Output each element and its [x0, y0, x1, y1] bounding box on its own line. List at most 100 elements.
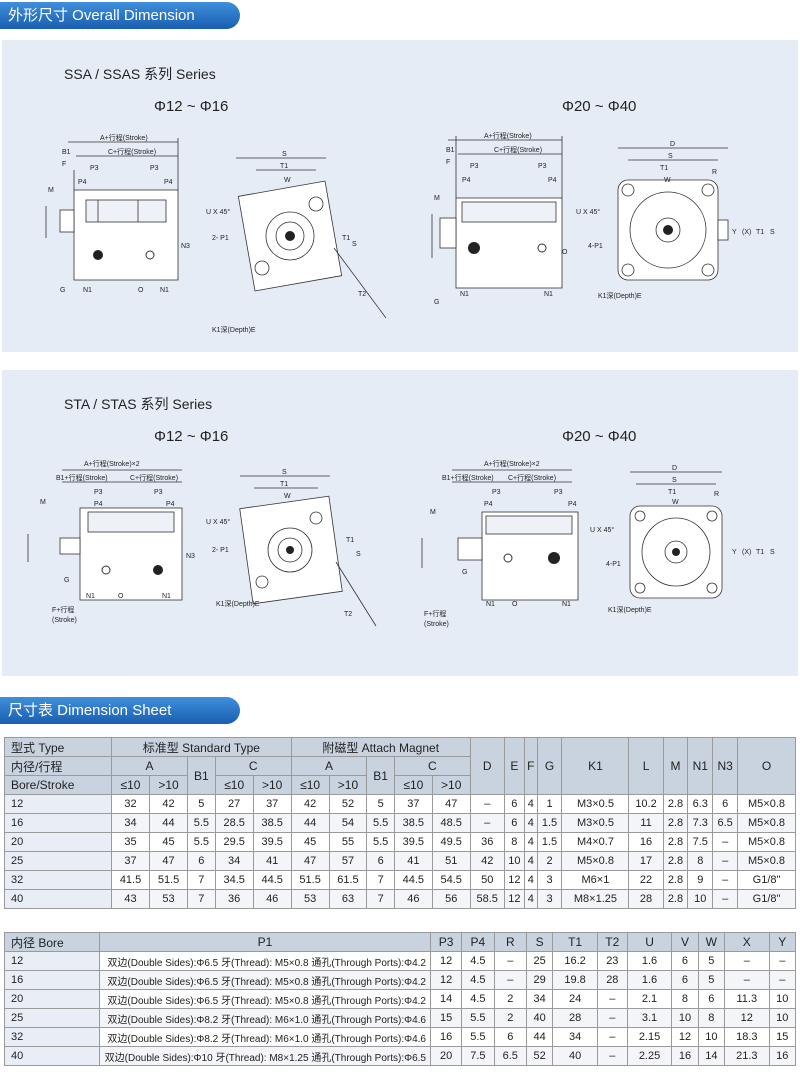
col-C-std: C: [214, 756, 292, 776]
table-cell: 45: [290, 832, 330, 852]
table-cell: 6: [187, 851, 216, 871]
table-cell: 15: [429, 1008, 463, 1028]
table-cell: 2.8: [662, 832, 689, 852]
table-cell: –: [724, 951, 770, 971]
sta-ux45-label: U X 45°: [206, 518, 230, 526]
table-cell: 8: [503, 832, 525, 852]
sta-phi-large: Φ20 ~ Φ40: [562, 428, 637, 445]
col-X: X: [724, 932, 770, 952]
table-cell: 20: [429, 1046, 463, 1066]
table-cell: 2.8: [662, 813, 689, 833]
ssa-phi-large: Φ20 ~ Φ40: [562, 98, 637, 115]
table-cell: 58.5: [469, 889, 505, 909]
table-cell: 4: [523, 889, 538, 909]
table-cell: 28.5: [214, 813, 254, 833]
ssa-l-y-label: Y: [732, 229, 737, 236]
sta-f-stroke-label: F+行程: [52, 605, 74, 614]
table-cell: 53: [290, 889, 330, 909]
table-cell: 20: [3, 832, 113, 852]
table-cell: 5: [697, 970, 726, 990]
table-cell: 1.5: [536, 813, 563, 833]
col-N1: N1: [687, 737, 714, 795]
table-cell: 42: [290, 794, 330, 814]
table-cell: 42: [469, 851, 505, 871]
table-cell: 7.5: [461, 1046, 495, 1066]
table-cell: 12: [671, 1027, 699, 1047]
table-cell: 44: [290, 813, 330, 833]
table-cell: –: [596, 1008, 628, 1028]
ssa-2p1-label: 2- P1: [212, 235, 229, 242]
table-cell: 7.3: [687, 813, 714, 833]
table-cell: 35: [111, 832, 151, 852]
sta-l-d-label: D: [672, 465, 677, 472]
col-le10: ≤10: [111, 775, 151, 795]
table-cell: 51.5: [290, 870, 330, 890]
ssa-t1b-label: T1: [342, 235, 350, 242]
col-G: G: [536, 737, 563, 795]
table-cell: 3: [536, 889, 563, 909]
sta-l-t1b-label: T1: [756, 549, 764, 556]
sta-panel: STA / STAS 系列 Series Φ12 ~ Φ16 Φ20 ~ Φ40…: [2, 370, 798, 676]
table-cell: 7: [366, 889, 395, 909]
table-cell: M8×1.25: [561, 889, 630, 909]
col-bore-stroke-en: Bore/Stroke: [3, 775, 113, 795]
ssa-s2-label: S: [352, 241, 357, 248]
table-cell: 1: [536, 794, 563, 814]
ssa-p3b-label: P3: [150, 165, 159, 172]
table-cell: 4: [523, 813, 538, 833]
sta-t1b-label: T1: [346, 537, 354, 544]
table-cell: 5.5: [366, 832, 395, 852]
sta-l-ux45-label: U X 45°: [590, 526, 614, 534]
table-cell: 47: [290, 851, 330, 871]
table-cell: 46: [252, 889, 292, 909]
ssa-l-p4b-label: P4: [548, 177, 557, 184]
table-cell: 25: [3, 851, 113, 871]
ssa-l-g-label: G: [434, 299, 439, 306]
table-cell: 42: [149, 794, 189, 814]
table-cell: 18.3: [724, 1027, 770, 1047]
ssa-k1-label: K1深(Depth)E: [212, 325, 256, 334]
dimension-table-main: 型式 Type 标准型 Standard Type 附磁型 Attach Mag…: [3, 737, 796, 909]
table-cell: –: [596, 989, 628, 1009]
table-cell: 4: [523, 832, 538, 852]
sta-small-side-view: A+行程(Stroke)×2 B1+行程(Stroke) C+行程(Stroke…: [27, 459, 195, 624]
col-T2: T2: [596, 932, 628, 952]
table-cell: 16: [768, 1046, 797, 1066]
table-cell: 40: [552, 1046, 598, 1066]
sta-l-s-label: S: [672, 477, 677, 484]
table-cell: 20: [4, 989, 100, 1009]
table-cell: 5: [697, 951, 726, 971]
table-cell: 5: [366, 794, 395, 814]
table-cell: 6: [671, 951, 699, 971]
table-cell: 1.5: [536, 832, 563, 852]
table-cell: 29.5: [214, 832, 254, 852]
ssa-l-m-label: M: [434, 195, 440, 202]
ssa-l-p3-label: P3: [470, 163, 479, 170]
table-cell: 6.3: [687, 794, 714, 814]
sta-b1-stroke-label: B1+行程(Stroke): [56, 473, 108, 482]
ssa-large-side-view: A+行程(Stroke) C+行程(Stroke) B1 F P3 P3 P4 …: [431, 131, 568, 306]
table-cell: 19.8: [552, 970, 598, 990]
table-cell: 8: [697, 1008, 726, 1028]
table-cell: M3×0.5: [561, 813, 630, 833]
ssa-small-side-view: A+行程(Stroke) C+行程(Stroke) B1 F P3 P3 P4 …: [45, 133, 190, 294]
sta-o-label: O: [118, 593, 124, 600]
sta-l-k1-label: K1深(Depth)E: [608, 605, 652, 614]
table-cell: 12: [724, 1008, 770, 1028]
table-cell: –: [493, 970, 527, 990]
col-bore-stroke: 内径/行程: [3, 756, 113, 776]
table-cell: –: [712, 832, 739, 852]
col-attach-magnet: 附磁型 Attach Magnet: [290, 737, 471, 757]
table-cell: 48.5: [431, 813, 471, 833]
table-cell: 4: [523, 794, 538, 814]
table-cell: 7.5: [687, 832, 714, 852]
table-cell: 7: [366, 870, 395, 890]
ssa-f-label: F: [62, 161, 66, 168]
sta-small-front-view: S T1 W U X 45° 2- P1 K1深(Depth)E T1 S T2: [206, 469, 377, 627]
ssa-l-f-label: F: [446, 159, 450, 166]
ssa-l-ux45-label: U X 45°: [576, 208, 600, 216]
table-cell: 41: [252, 851, 292, 871]
